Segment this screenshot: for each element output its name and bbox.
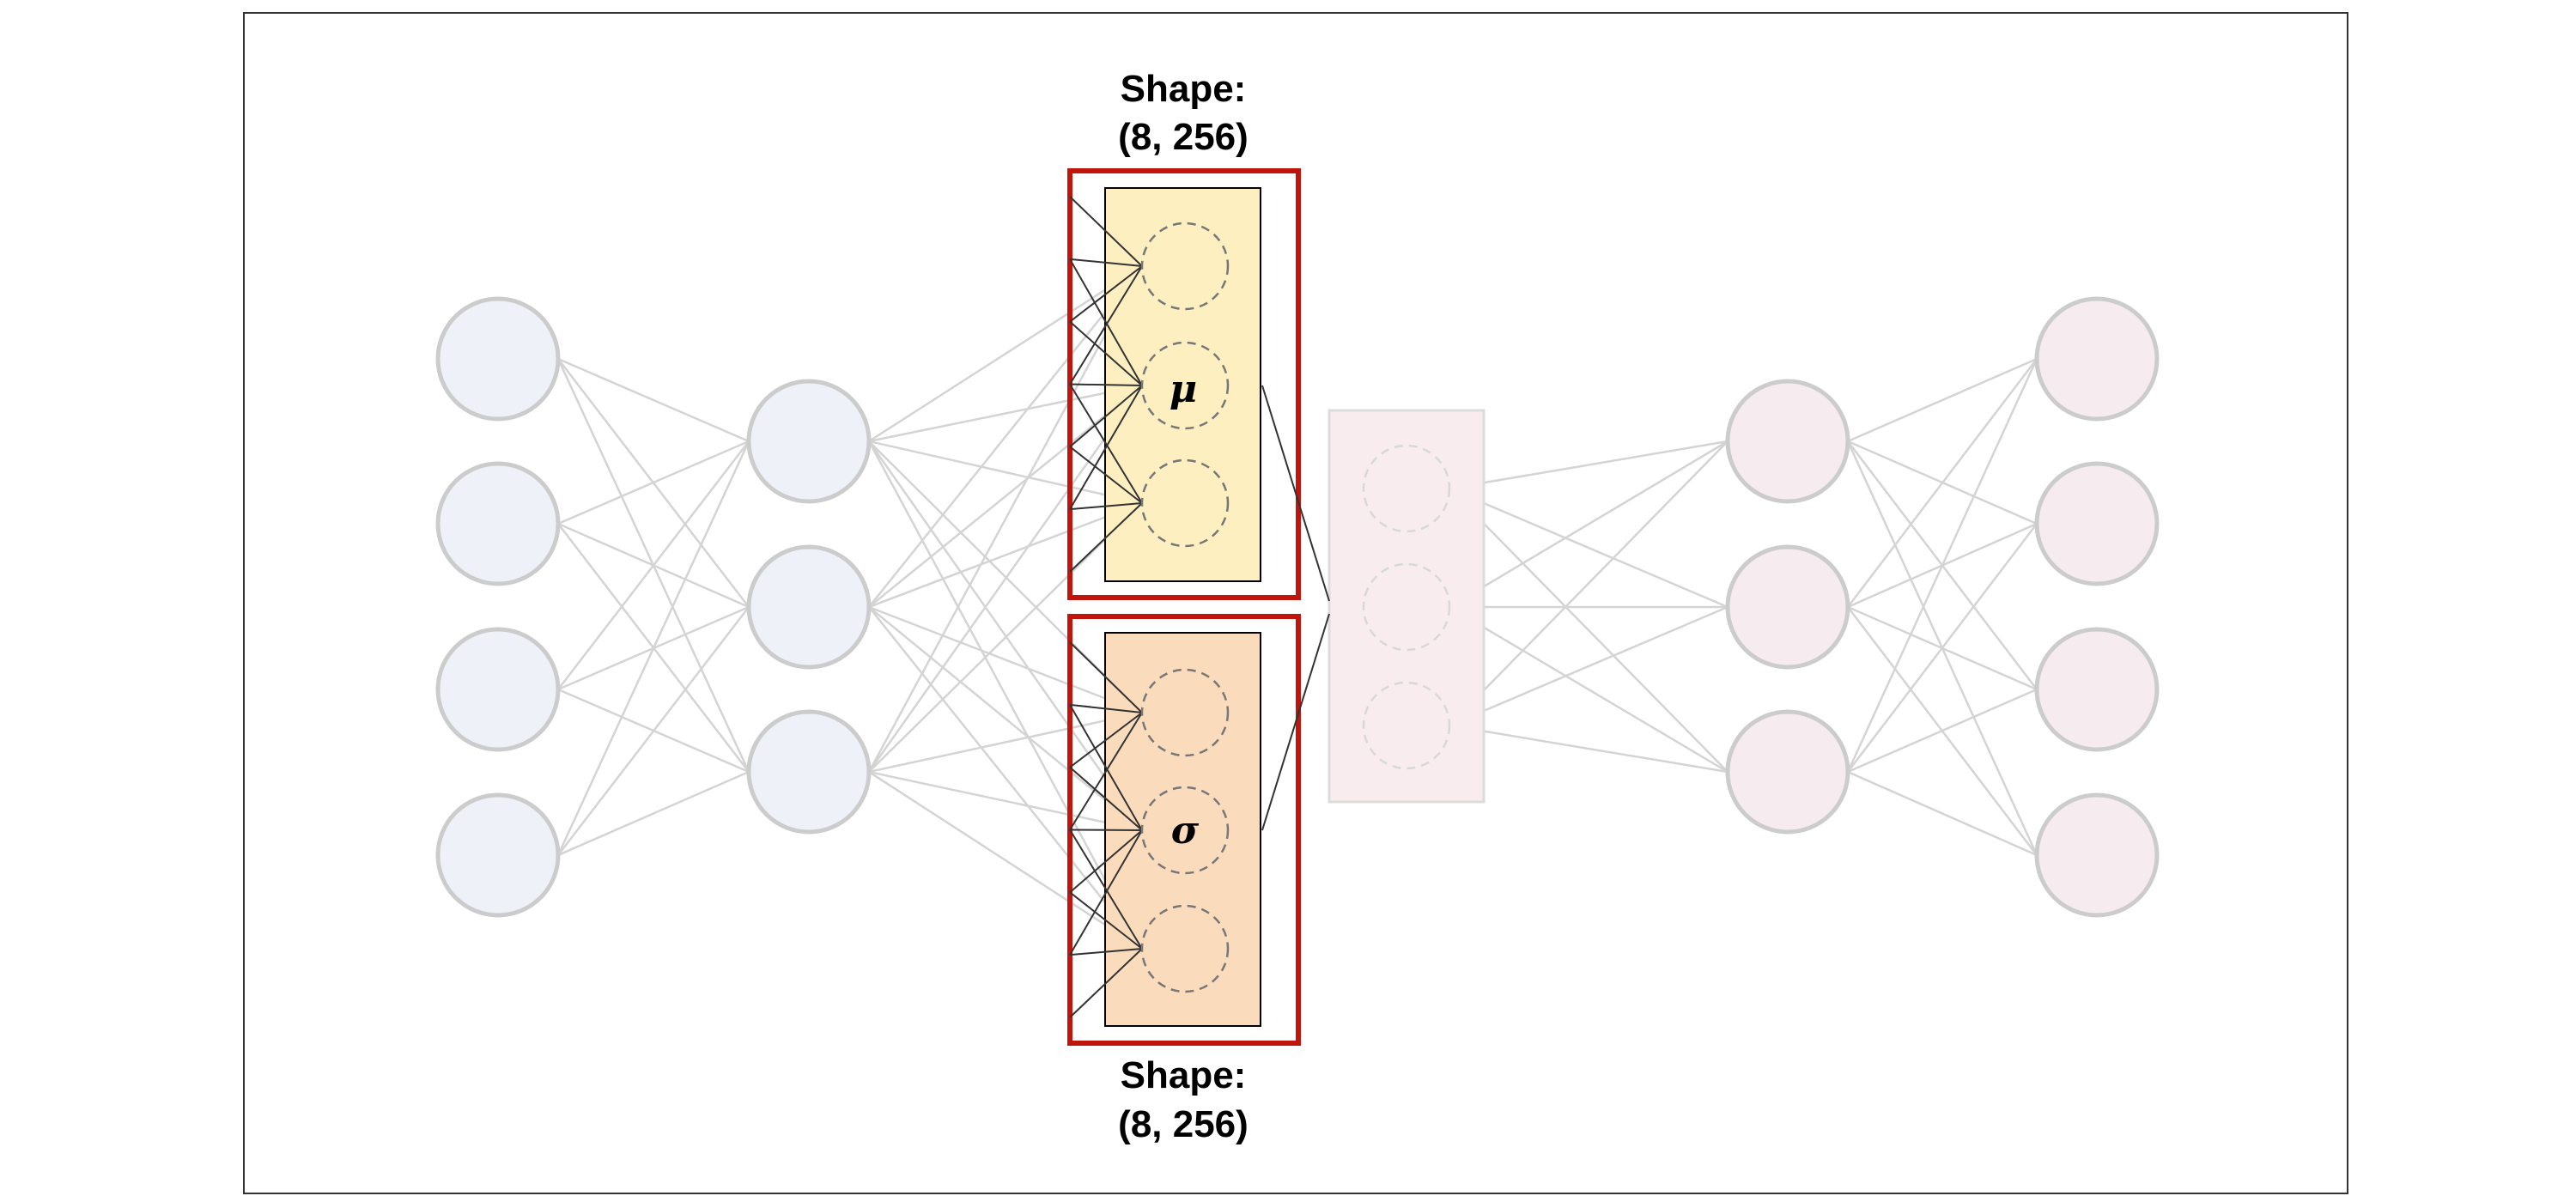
decoder-hidden-node: [1725, 379, 1850, 504]
edge-into-param-node: [1069, 829, 1143, 956]
edge-into-param-node: [1069, 712, 1143, 831]
edge-hidden-to-latent-params: [868, 501, 1143, 609]
edge-input-to-hidden: [557, 440, 750, 690]
edge-hidden-to-latent-params: [867, 265, 1144, 773]
edge-hidden-to-latent-params: [868, 440, 1143, 505]
edge-into-param-node: [1069, 891, 1143, 950]
encoder-hidden-node: [746, 709, 872, 835]
edge-latent-to-decoder: [1449, 724, 1728, 774]
edge-into-param-node: [1069, 502, 1143, 511]
edge-into-param-node: [1069, 948, 1143, 1018]
edge-into-param-node: [1069, 948, 1143, 956]
edge-into-param-node: [1069, 829, 1143, 894]
decoder-output-node: [2034, 627, 2160, 752]
decoder-output-node: [2034, 296, 2160, 422]
encoder-hidden-node: [746, 544, 872, 670]
active-connections: [1069, 196, 1330, 1018]
mu-symbol: μ: [1170, 367, 1197, 411]
decoder-hidden-node: [1725, 544, 1850, 670]
edge-decoder-to-output: [1847, 688, 2038, 774]
edge-decoder-to-output: [1847, 523, 2038, 773]
edge-input-to-hidden: [557, 357, 750, 443]
edge-into-param-node: [1069, 320, 1143, 386]
edge-decoder-to-output: [1847, 357, 2038, 443]
edge-latent-to-decoder: [1449, 605, 1728, 727]
edge-into-param-node: [1069, 383, 1143, 504]
edge-decoder-to-output: [1847, 770, 2038, 857]
edge-into-param-node: [1069, 712, 1143, 768]
edge-into-param-node: [1069, 766, 1143, 831]
edge-into-param-node: [1069, 829, 1143, 950]
edge-hidden-to-latent-params: [868, 385, 1143, 608]
network-nodes: [435, 222, 2160, 993]
bottom-shape-label-line1: Shape:: [1121, 1054, 1247, 1096]
edge-decoder-to-output: [1846, 358, 2038, 773]
edge-into-param-node: [1069, 703, 1143, 713]
edge-input-to-hidden: [557, 770, 750, 857]
edge-input-to-hidden: [556, 440, 750, 856]
edge-into-param-node: [1069, 641, 1143, 713]
mu-node: [1140, 458, 1230, 548]
sigma-symbol: σ: [1171, 809, 1200, 853]
encoder-input-node: [435, 627, 561, 752]
mu-node: [1140, 222, 1230, 311]
decoder-hidden-node: [1725, 709, 1850, 835]
edge-hidden-to-latent-params: [868, 770, 1143, 832]
edge-into-param-node: [1069, 385, 1143, 510]
edge-hidden-to-latent-params: [867, 440, 1144, 831]
latent-node: [1362, 681, 1451, 770]
edge-hidden-to-latent-params: [868, 502, 1143, 773]
decoder-output-node: [2034, 461, 2160, 586]
edge-hidden-to-latent-params: [868, 384, 1143, 443]
edge-decoder-to-output: [1847, 358, 2038, 608]
mu-node: [1140, 341, 1230, 430]
edge-into-param-node: [1069, 258, 1143, 267]
faded-connections: [556, 264, 2038, 950]
edge-input-to-hidden: [557, 606, 750, 856]
edge-hidden-to-latent-params: [868, 770, 1143, 950]
latent-node: [1362, 444, 1451, 533]
edge-into-param-node: [1069, 385, 1143, 448]
edge-into-param-node: [1069, 265, 1143, 385]
edge-latent-to-decoder: [1449, 487, 1728, 609]
edge-sigma-to-latent: [1261, 613, 1330, 831]
edge-into-param-node: [1069, 829, 1143, 831]
encoder-input-node: [435, 461, 561, 586]
edge-into-param-node: [1069, 446, 1143, 504]
edge-latent-to-decoder: [1449, 440, 1728, 490]
edge-into-param-node: [1069, 704, 1143, 831]
edge-into-param-node: [1069, 383, 1143, 386]
edge-hidden-to-latent-params: [867, 440, 1144, 950]
edge-latent-to-decoder: [1449, 488, 1728, 773]
edge-latent-to-decoder: [1449, 605, 1728, 774]
edge-hidden-to-latent-params: [868, 264, 1143, 443]
edge-hidden-to-latent-params: [868, 265, 1143, 608]
edge-hidden-to-latent-params: [868, 606, 1143, 831]
bottom-shape-label-line2: (8, 256): [1118, 1103, 1249, 1145]
sigma-node: [1140, 904, 1230, 993]
decoder-output-node: [2034, 792, 2160, 918]
top-shape-label-line1: Shape:: [1121, 68, 1247, 110]
top-shape-label-line2: (8, 256): [1118, 116, 1249, 158]
edge-into-param-node: [1069, 502, 1143, 573]
edge-latent-to-decoder: [1449, 440, 1728, 609]
edge-into-param-node: [1069, 258, 1143, 386]
encoder-input-node: [435, 792, 561, 918]
edge-hidden-to-latent-params: [868, 711, 1143, 774]
edge-hidden-to-latent-params: [868, 605, 1143, 714]
edge-mu-to-latent: [1261, 385, 1330, 602]
edge-into-param-node: [1069, 196, 1143, 267]
latent-block: [1327, 409, 1485, 804]
edge-latent-to-decoder: [1449, 440, 1728, 726]
sigma-node: [1140, 786, 1230, 875]
edge-hidden-to-latent-params: [867, 385, 1144, 773]
latent-node: [1362, 562, 1451, 652]
encoder-hidden-node: [746, 379, 872, 504]
edge-hidden-to-latent-params: [868, 606, 1143, 950]
sigma-node: [1140, 668, 1230, 757]
edge-input-to-hidden: [557, 440, 750, 525]
edge-into-param-node: [1069, 265, 1143, 323]
encoder-input-node: [435, 296, 561, 422]
